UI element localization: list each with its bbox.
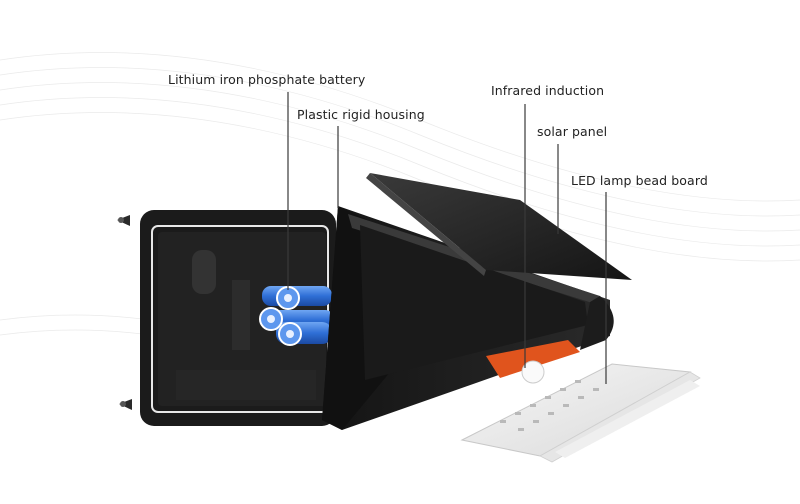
label-solar-panel: solar panel bbox=[537, 124, 608, 139]
battery-pack bbox=[259, 286, 334, 346]
label-housing: Plastic rigid housing bbox=[297, 107, 425, 122]
screw-icon bbox=[117, 215, 130, 226]
label-infrared: Infrared induction bbox=[491, 83, 605, 98]
infrared-sensor bbox=[486, 340, 580, 384]
screw-icon bbox=[119, 399, 132, 410]
solar-panel bbox=[366, 173, 632, 280]
rear-housing bbox=[140, 210, 336, 426]
label-led-board: LED lamp bead board bbox=[571, 173, 708, 188]
led-board-back bbox=[539, 371, 701, 463]
label-battery: Lithium iron phosphate battery bbox=[168, 72, 366, 87]
